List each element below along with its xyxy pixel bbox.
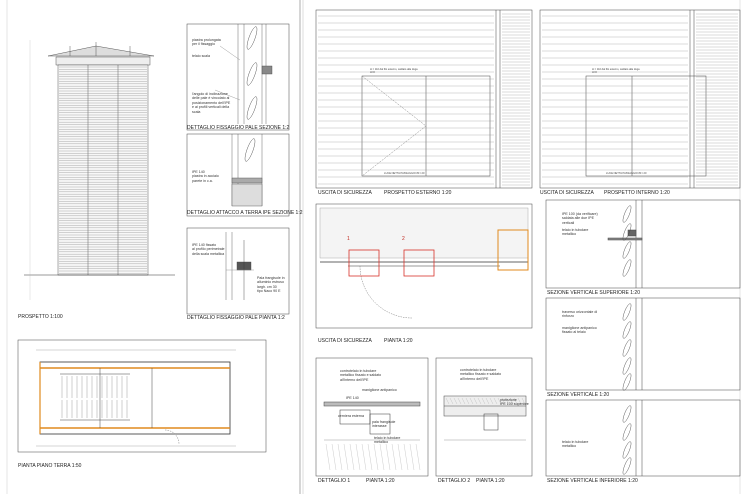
note-ipe100-verificare: IPE 100 (da verificare) saldata alle due… xyxy=(562,212,598,225)
note-controtelaio-1: controtelaio in tubolare metallico fissa… xyxy=(340,369,382,382)
label-prospetto-interno: PROSPETTO INTERNO 1:20 xyxy=(604,190,670,196)
box-pianta-piano-terra xyxy=(17,339,267,453)
label-det-fissaggio-sezione: DETTAGLIO FISSAGGIO PALE SEZIONE 1:2 xyxy=(187,125,290,131)
label-sez-vert: SEZIONE VERTICALE 1:20 xyxy=(547,392,610,398)
note-cerniera: cerniera esterna xyxy=(338,414,364,418)
note-elev-1: H = 110 dal filo esterno, saldato alla d… xyxy=(370,68,418,74)
note-angolo-inclinazione: l'angolo di inclinazione delle pale è vi… xyxy=(192,92,231,114)
note-telaio-tubolare-3: telaio in tubolare metallico xyxy=(374,436,401,445)
box-sez-vert-superiore xyxy=(545,199,741,289)
label-det-fissaggio-pianta: DETTAGLIO FISSAGGIO PALE PIANTA 1:2 xyxy=(187,315,285,321)
box-prospetto-esterno xyxy=(315,9,533,189)
label-pianta-1: PIANTA 1:20 xyxy=(366,478,395,484)
note-traverso: traverso orizzontale di rinforzo xyxy=(562,310,598,319)
note-luce-esterno: LUCE NETTA PASSAGGIO 80 / 20 xyxy=(384,172,425,175)
label-uscita-3: USCITA DI SICUREZZA xyxy=(318,338,372,344)
note-controtelaio-2: controtelaio in tubolare metallico fissa… xyxy=(460,368,502,381)
label-det-attacco: DETTAGLIO ATTACCO A TERRA IPE SEZIONE 1:… xyxy=(187,210,303,216)
note-elev-2: H = 110 dal filo esterno, saldato alla d… xyxy=(592,68,640,74)
note-maniglione-1: maniglione antipanico fissato al telaio xyxy=(562,326,597,335)
note-pala-interasse: pala frangisole interasse xyxy=(372,420,396,429)
label-pianta-120: PIANTA 1:20 xyxy=(384,338,413,344)
label-sez-vert-superiore: SEZIONE VERTICALE SUPERIORE 1:20 xyxy=(547,290,640,296)
note-maniglione-2: maniglione antipanico xyxy=(362,388,397,392)
box-det-fissaggio-pianta xyxy=(186,227,290,315)
box-prospetto-interno xyxy=(539,9,741,189)
label-pianta-2: PIANTA 1:20 xyxy=(476,478,505,484)
label-piano-terra: PIANTA PIANO TERRA 1:50 xyxy=(18,463,82,469)
box-dettaglio-2 xyxy=(435,357,533,477)
note-ipe140-piastra: IPE 140 piastra in acciaio parete in c.a… xyxy=(192,170,219,183)
note-luce-interno: LUCE NETTA PASSAGGIO 80 / 20 xyxy=(606,172,647,175)
box-sez-vert-inferiore xyxy=(545,399,741,477)
label-dettaglio-2: DETTAGLIO 2 xyxy=(438,478,471,484)
note-protezione: protezione IPE 100 superiore xyxy=(500,398,529,407)
box-pianta-uscita xyxy=(315,203,533,329)
label-prospetto-esterno: PROSPETTO ESTERNO 1:20 xyxy=(384,190,452,196)
marker-1: 1 xyxy=(347,236,350,242)
note-piastra-prolungata: piastra prolungata per il fissaggio xyxy=(192,38,221,47)
note-telaio-scala: telaio scala xyxy=(192,54,210,58)
label-prospetto: PROSPETTO 1:100 xyxy=(18,314,63,320)
note-pala-frangisole: Pala frangisole in alluminio estruso lar… xyxy=(257,276,285,294)
marker-2: 2 xyxy=(402,236,405,242)
box-sez-vert xyxy=(545,297,741,391)
prospetto-tower xyxy=(47,42,155,276)
label-sez-vert-inferiore: SEZIONE VERTICALE INFERIORE 1:20 xyxy=(547,478,638,484)
note-telaio-tubolare: telaio in tubolare metallico xyxy=(562,228,589,237)
label-uscita-2: USCITA DI SICUREZZA xyxy=(540,190,594,196)
box-dettaglio-1 xyxy=(315,357,429,477)
note-telaio-tubolare-2: telaio in tubolare metallico xyxy=(562,440,589,449)
label-uscita-1: USCITA DI SICUREZZA xyxy=(318,190,372,196)
label-dettaglio-1: DETTAGLIO 1 xyxy=(318,478,351,484)
note-ipe140-short: IPE 140 xyxy=(346,396,359,400)
note-ipe140-fissato: IPE 140 fissato al profilo perimetrale d… xyxy=(192,243,225,256)
